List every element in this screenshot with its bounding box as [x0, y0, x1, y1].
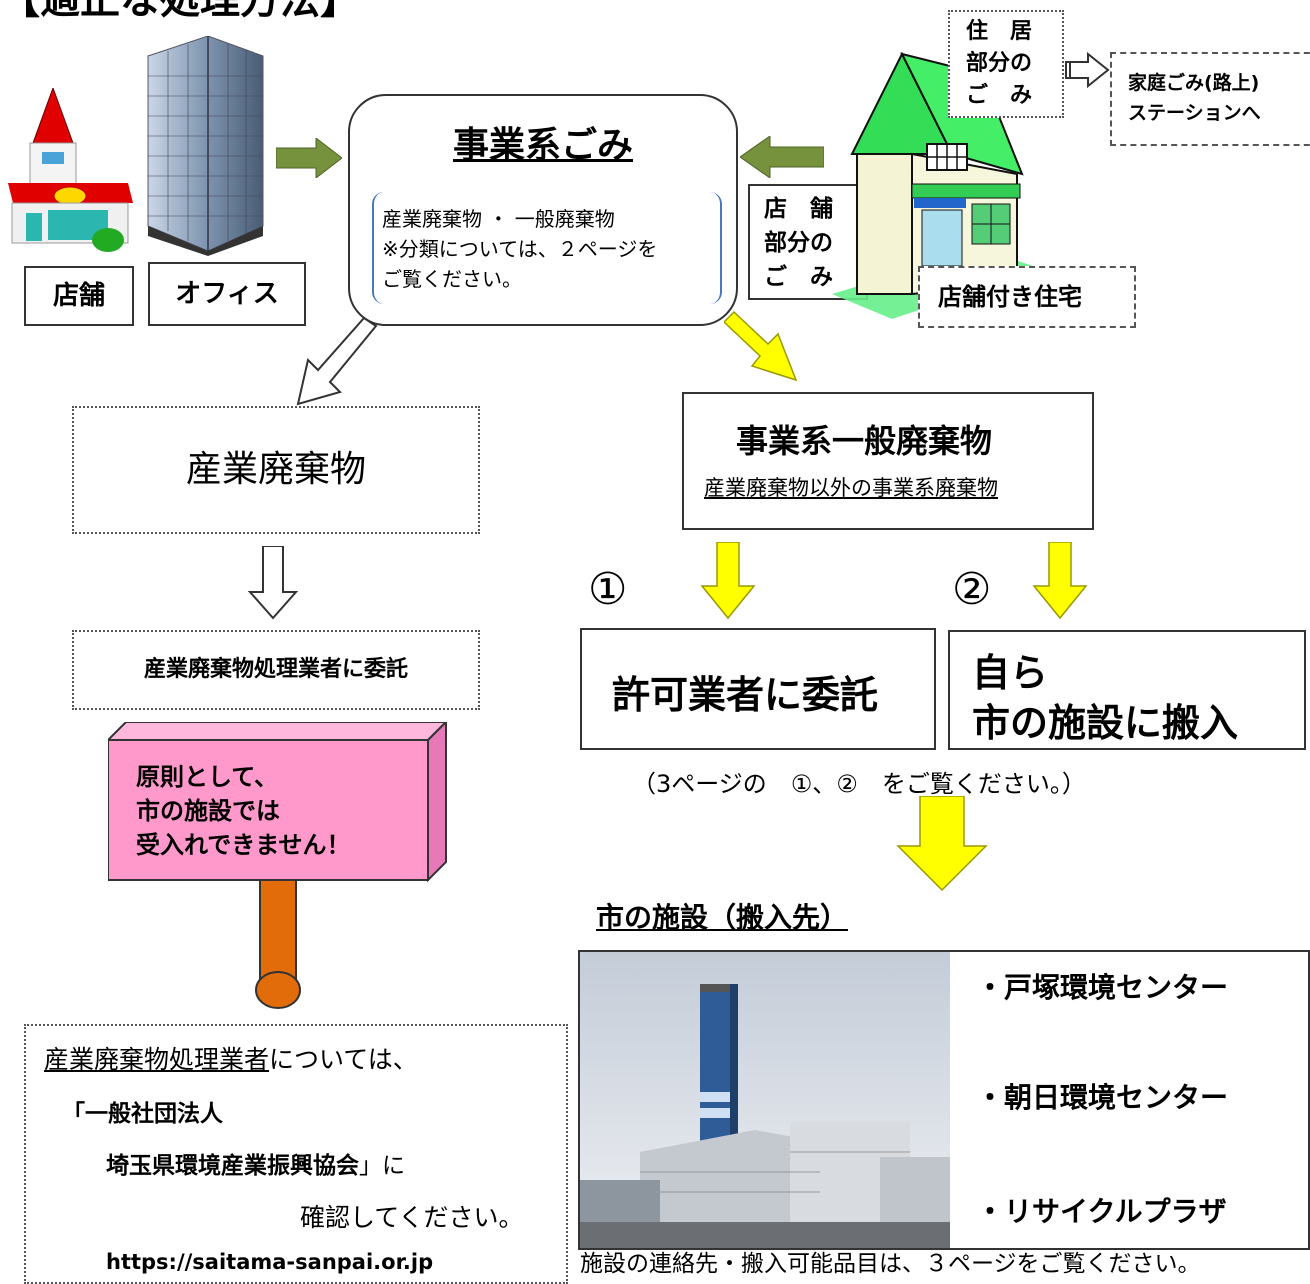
store-icon [8, 88, 133, 252]
jigyo-line-3: ご覧ください。 [382, 267, 522, 291]
option-2-label-line1: 自ら [972, 651, 1049, 695]
arrow-down-left-outline-icon [296, 318, 378, 406]
option-2-label-line2: 市の施設に搬入 [972, 701, 1239, 745]
refer-page3-text: （3ページの ①、② をご覧ください。） [632, 770, 1086, 798]
jigyo-gomi-description: 産業廃棄物 ・ 一般廃棄物 ※分類については、２ページを ご覧ください。 [372, 192, 722, 304]
info-org-line2: 埼玉県環境産業振興協会 [106, 1153, 359, 1179]
info-org-line1: 「一般社団法人 [62, 1101, 223, 1127]
jigyo-gomi-title: 事業系ごみ [452, 125, 633, 166]
office-label: オフィス [148, 262, 306, 326]
store-label: 店舗 [24, 266, 134, 326]
facility-footer-note: 施設の連絡先・搬入可能品目は、３ページをご覧ください。 [580, 1251, 1201, 1277]
store-part-waste-label: 店 舗 部分の ご み [748, 184, 868, 300]
facility-photo-image [580, 952, 950, 1248]
option-self-delivery-box: 自ら 市の施設に搬入 [948, 630, 1306, 750]
home-waste-station-box: 家庭ごみ(路上) ステーションへ [1110, 52, 1310, 146]
option-1-label: 許可業者に委託 [612, 673, 879, 717]
arrow-down-yellow-large-icon [896, 796, 988, 892]
store-house-label: 店舗付き住宅 [918, 266, 1136, 328]
info-url-link[interactable]: https://saitama-sanpai.or.jp [106, 1250, 434, 1274]
option-number-2: ② [952, 564, 992, 615]
sangyo-haikibutsu-box: 産業廃棄物 [72, 406, 480, 534]
arrow-down-right-yellow-icon [724, 310, 798, 382]
arrow-right-icon [276, 138, 342, 178]
info-confirm-text: 確認してください。 [300, 1203, 524, 1232]
jigyo-line-2: ※分類については、２ページを [382, 237, 658, 261]
facility-list-box: ・戸塚環境センター ・朝日環境センター ・リサイクルプラザ [578, 950, 1310, 1250]
ippan-haikibutsu-box: 事業系一般廃棄物 産業廃棄物以外の事業系廃棄物 [682, 392, 1094, 530]
arrow-outline-right-icon [1065, 52, 1110, 88]
facility-recycle-plaza: ・リサイクルプラザ [976, 1195, 1227, 1228]
sangyo-trader-box: 産業廃棄物処理業者に委託 [72, 630, 480, 710]
house-part-waste-label: 住 居 部分の ご み [948, 10, 1064, 118]
sangyo-title: 産業廃棄物 [185, 449, 366, 490]
jigyo-gomi-box: 事業系ごみ 産業廃棄物 ・ 一般廃棄物 ※分類については、２ページを ご覧くださ… [348, 94, 738, 326]
ippan-title: 事業系一般廃棄物 [736, 422, 993, 460]
arrow-left-icon [740, 136, 824, 178]
office-building-icon [147, 36, 264, 256]
facility-totsuka: ・戸塚環境センター [976, 971, 1229, 1004]
ippan-subtitle: 産業廃棄物以外の事業系廃棄物 [704, 476, 998, 500]
option-licensed-contractor-box: 許可業者に委託 [580, 628, 936, 750]
arrow-down-outline-icon [248, 546, 298, 620]
facility-heading: 市の施設（搬入先） [596, 901, 849, 934]
sangyo-info-box: 産業廃棄物処理業者については、 「一般社団法人 埼玉県環境産業振興協会」に 確認… [24, 1024, 568, 1284]
sign-board-icon [108, 722, 448, 1009]
info-trader-text: 産業廃棄物処理業者 [44, 1045, 270, 1074]
sign-text: 原則として、 市の施設では 受入れできません！ [136, 763, 351, 859]
option-number-1: ① [588, 564, 628, 615]
arrow-down-yellow-icon-2 [1032, 542, 1088, 620]
jigyo-line-1: 産業廃棄物 ・ 一般廃棄物 [382, 207, 615, 231]
arrow-down-yellow-icon-1 [700, 542, 756, 620]
facility-asahi: ・朝日環境センター [976, 1081, 1229, 1114]
page-title: 【適正な処理方法】 [0, 0, 360, 23]
